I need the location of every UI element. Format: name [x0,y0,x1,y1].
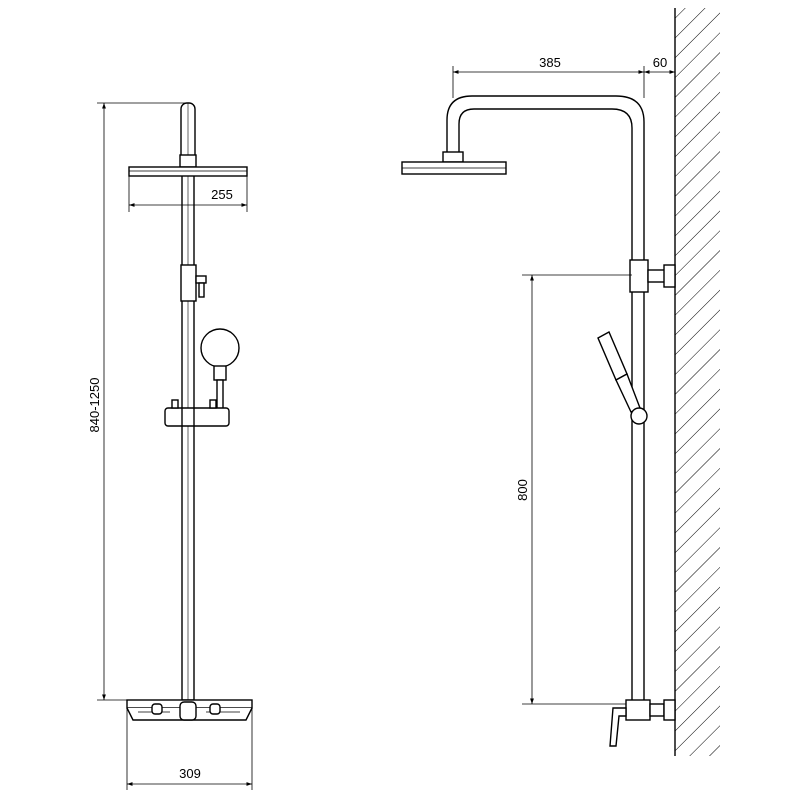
front-hand-shower [200,328,240,413]
side-wall-bracket [629,259,676,293]
front-mixer-tray [126,699,253,721]
front-view [126,102,253,721]
label-head-width: 255 [211,187,233,202]
front-dimensions [97,102,253,790]
side-hand-shower [597,331,648,425]
front-head-connector [179,154,197,168]
label-arm-length: 385 [539,55,561,70]
side-view [401,95,676,747]
side-dimensions [452,66,676,705]
label-slide-height: 800 [515,479,530,501]
label-height-range: 840-1250 [87,378,102,433]
side-shower-arm [446,95,645,700]
label-tray-width: 309 [179,766,201,781]
front-slide-bracket [164,399,230,427]
label-wall-offset: 60 [653,55,667,70]
side-head-connector [442,151,464,163]
side-overhead-shower-head [401,161,507,175]
front-riser-pipe [180,102,196,701]
side-mixer [609,699,676,747]
wall [674,8,720,756]
front-diverter [180,264,207,302]
front-overhead-shower-head [128,166,248,177]
